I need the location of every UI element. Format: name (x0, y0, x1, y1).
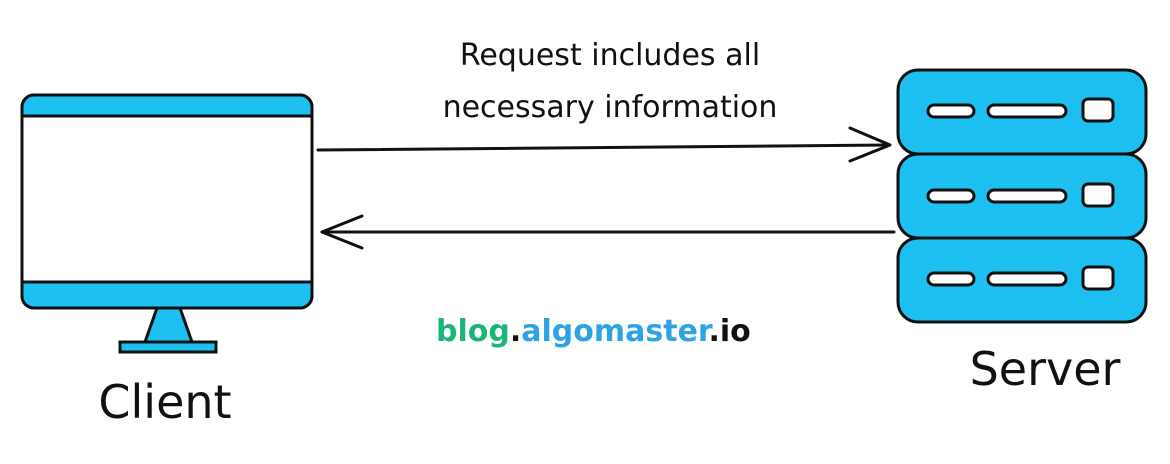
client-label: Client (98, 375, 232, 429)
server-unit (896, 68, 1148, 156)
monitor-base (118, 340, 218, 354)
request-label-line-1: Request includes all (459, 38, 761, 73)
response-arrow (320, 214, 896, 250)
client-monitor-icon (20, 93, 314, 354)
watermark-dot: . (509, 314, 522, 349)
server-label: Server (969, 342, 1121, 396)
watermark: blog.algomaster.io (436, 314, 751, 349)
watermark-part-io: io (719, 314, 751, 349)
monitor-bottom-bar (20, 280, 314, 310)
watermark-part-algomaster: algomaster (521, 314, 709, 349)
server-unit (896, 236, 1148, 324)
monitor-frame (20, 93, 314, 310)
server-unit (896, 152, 1148, 240)
watermark-part-blog: blog (436, 314, 510, 349)
request-label-line-2: necessary information (442, 90, 778, 125)
watermark-dot: . (708, 314, 720, 349)
monitor-stand (142, 306, 195, 344)
request-arrow (316, 126, 892, 163)
server-stack-icon (896, 68, 1148, 324)
monitor-top-bar (20, 93, 314, 118)
request-label: Request includes all necessary informati… (400, 30, 820, 134)
